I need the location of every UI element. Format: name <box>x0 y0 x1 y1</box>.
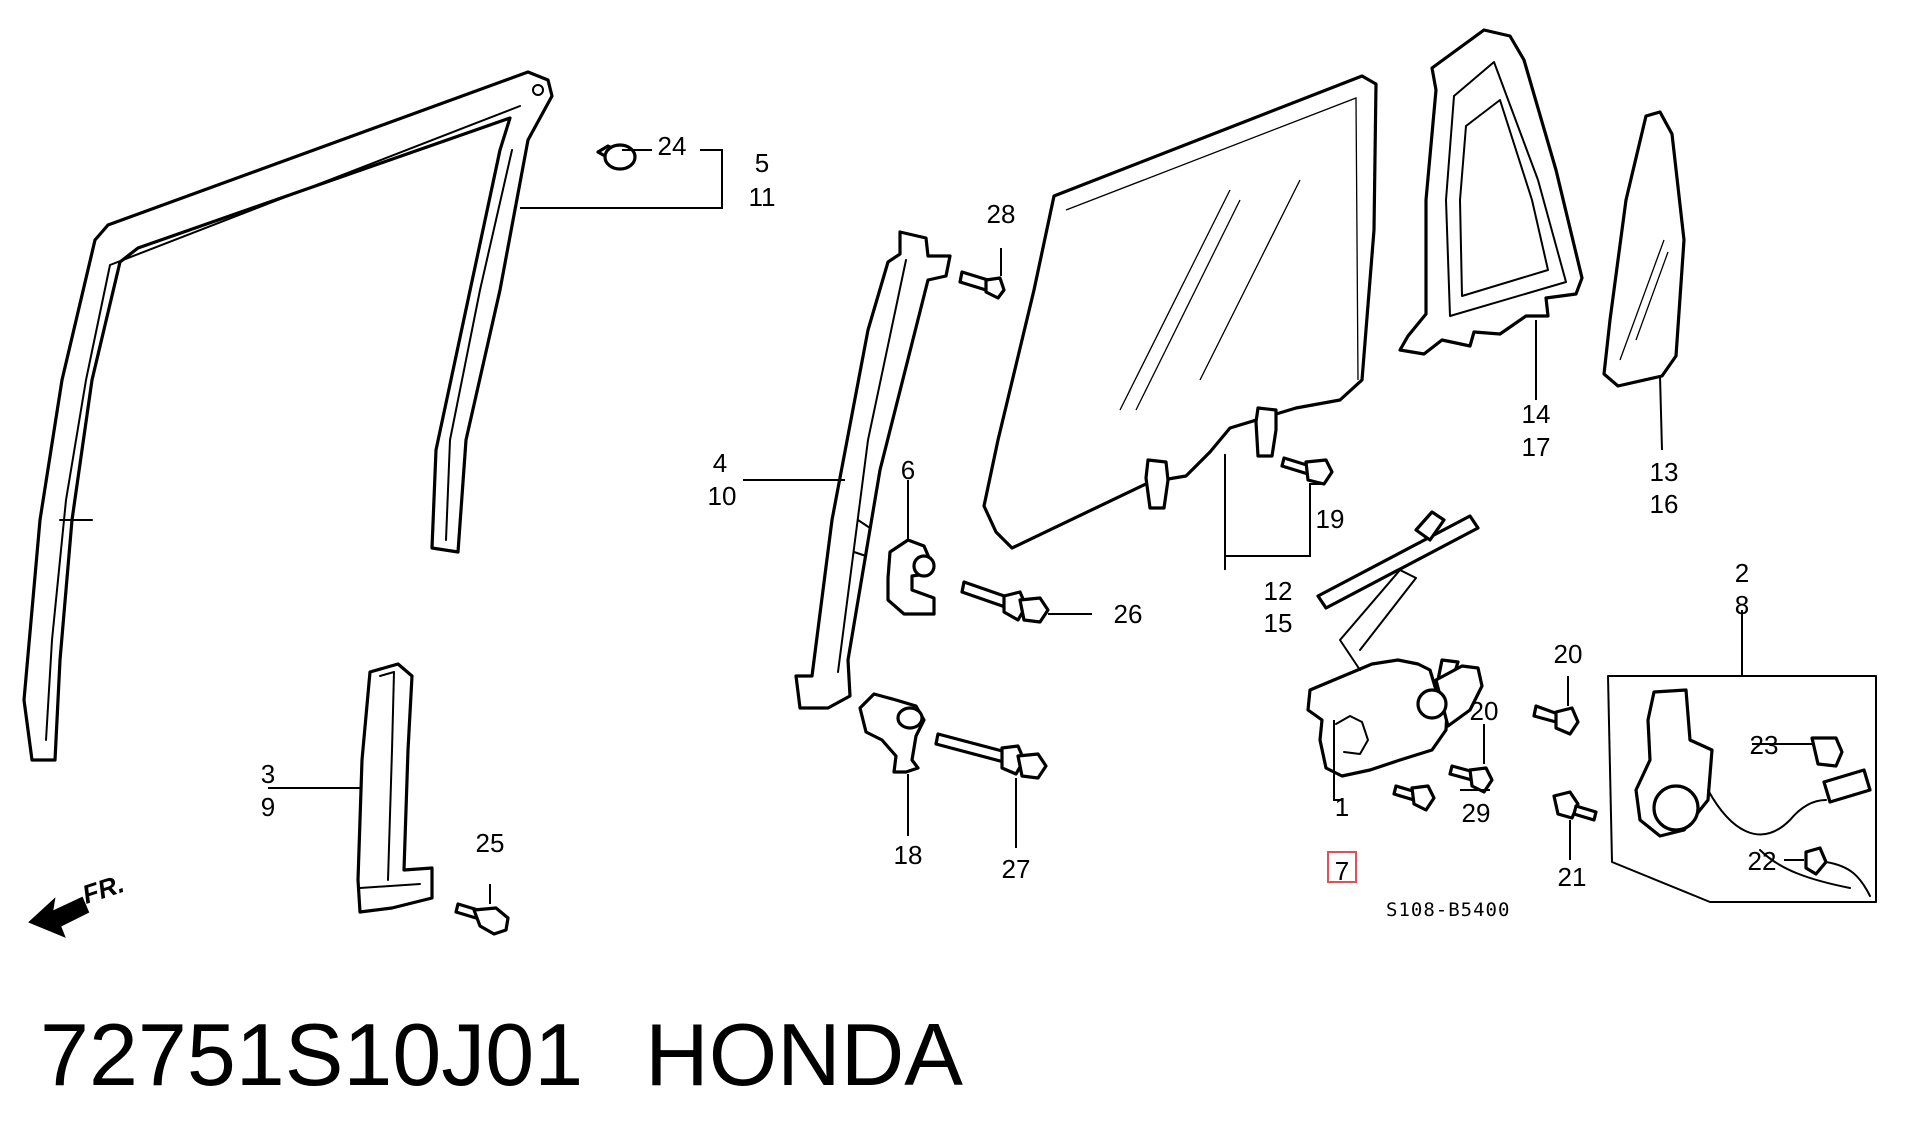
screw-28 <box>958 270 1006 300</box>
front-label: FR. <box>79 868 128 909</box>
run-channel <box>22 70 554 762</box>
motor-assembly <box>1607 675 1877 903</box>
clip-23 <box>1810 736 1844 768</box>
callout-10: 10 <box>708 481 737 511</box>
drawing-code: S108-B5400 <box>1386 899 1510 921</box>
callout-22: 22 <box>1748 846 1777 876</box>
quarter-channel <box>1398 28 1584 356</box>
clip-24 <box>596 143 637 171</box>
bolt-26 <box>960 580 1050 624</box>
part-footer: 72751S10J01 HONDA <box>40 1005 963 1105</box>
sash-channel-4 <box>794 230 952 710</box>
callout-3: 3 <box>261 759 275 789</box>
callout-4: 4 <box>713 448 727 478</box>
callout-7-highlight <box>1327 851 1357 883</box>
front-arrow-icon: FR. <box>28 868 128 938</box>
brand-name: HONDA <box>645 1005 963 1104</box>
callout-18: 18 <box>894 840 923 870</box>
callout-14: 14 <box>1522 399 1551 429</box>
callout-27: 27 <box>1002 854 1031 884</box>
callout-15: 15 <box>1264 608 1293 638</box>
leader-lines <box>268 149 1814 904</box>
callout-numbers: 24 5 11 28 4 10 6 26 3 9 25 18 27 19 12 … <box>261 131 1779 892</box>
center-sash <box>356 662 434 914</box>
callout-16: 16 <box>1650 489 1679 519</box>
callout-12: 12 <box>1264 576 1293 606</box>
callout-2: 2 <box>1735 558 1749 588</box>
bolt-20-a <box>1448 764 1494 794</box>
bolt-21 <box>1552 790 1598 822</box>
callout-20-b: 20 <box>1554 639 1583 669</box>
callout-25: 25 <box>476 828 505 858</box>
part-number: 72751S10J01 <box>40 1005 584 1104</box>
callout-11: 11 <box>749 182 776 212</box>
callout-20-a: 20 <box>1470 696 1499 726</box>
parts-diagram: FR. <box>22 28 1877 938</box>
callout-28: 28 <box>987 199 1016 229</box>
callout-19: 19 <box>1316 504 1345 534</box>
callout-7: 7 <box>1335 856 1349 886</box>
clip-22 <box>1804 846 1871 897</box>
callout-23: 23 <box>1750 730 1779 760</box>
callout-5: 5 <box>755 148 769 178</box>
callout-13: 13 <box>1650 457 1679 487</box>
bolt-25 <box>454 902 510 936</box>
callout-24: 24 <box>658 131 687 161</box>
bolt-27 <box>934 732 1048 780</box>
bolt-20-b <box>1532 704 1580 736</box>
callout-9: 9 <box>261 792 275 822</box>
callout-6: 6 <box>901 455 915 485</box>
guide-18 <box>858 692 926 774</box>
callout-8: 8 <box>1735 590 1749 620</box>
callout-26: 26 <box>1114 599 1143 629</box>
callout-1: 1 <box>1335 792 1349 822</box>
callout-17: 17 <box>1522 432 1551 462</box>
callout-21: 21 <box>1558 862 1587 892</box>
callout-29: 29 <box>1462 798 1491 828</box>
bolt-19 <box>1280 456 1334 486</box>
bolt-29 <box>1392 784 1436 812</box>
quarter-glass <box>1602 110 1686 388</box>
door-glass <box>982 74 1378 550</box>
window-regulator <box>1306 510 1484 778</box>
guide-6 <box>886 538 936 616</box>
